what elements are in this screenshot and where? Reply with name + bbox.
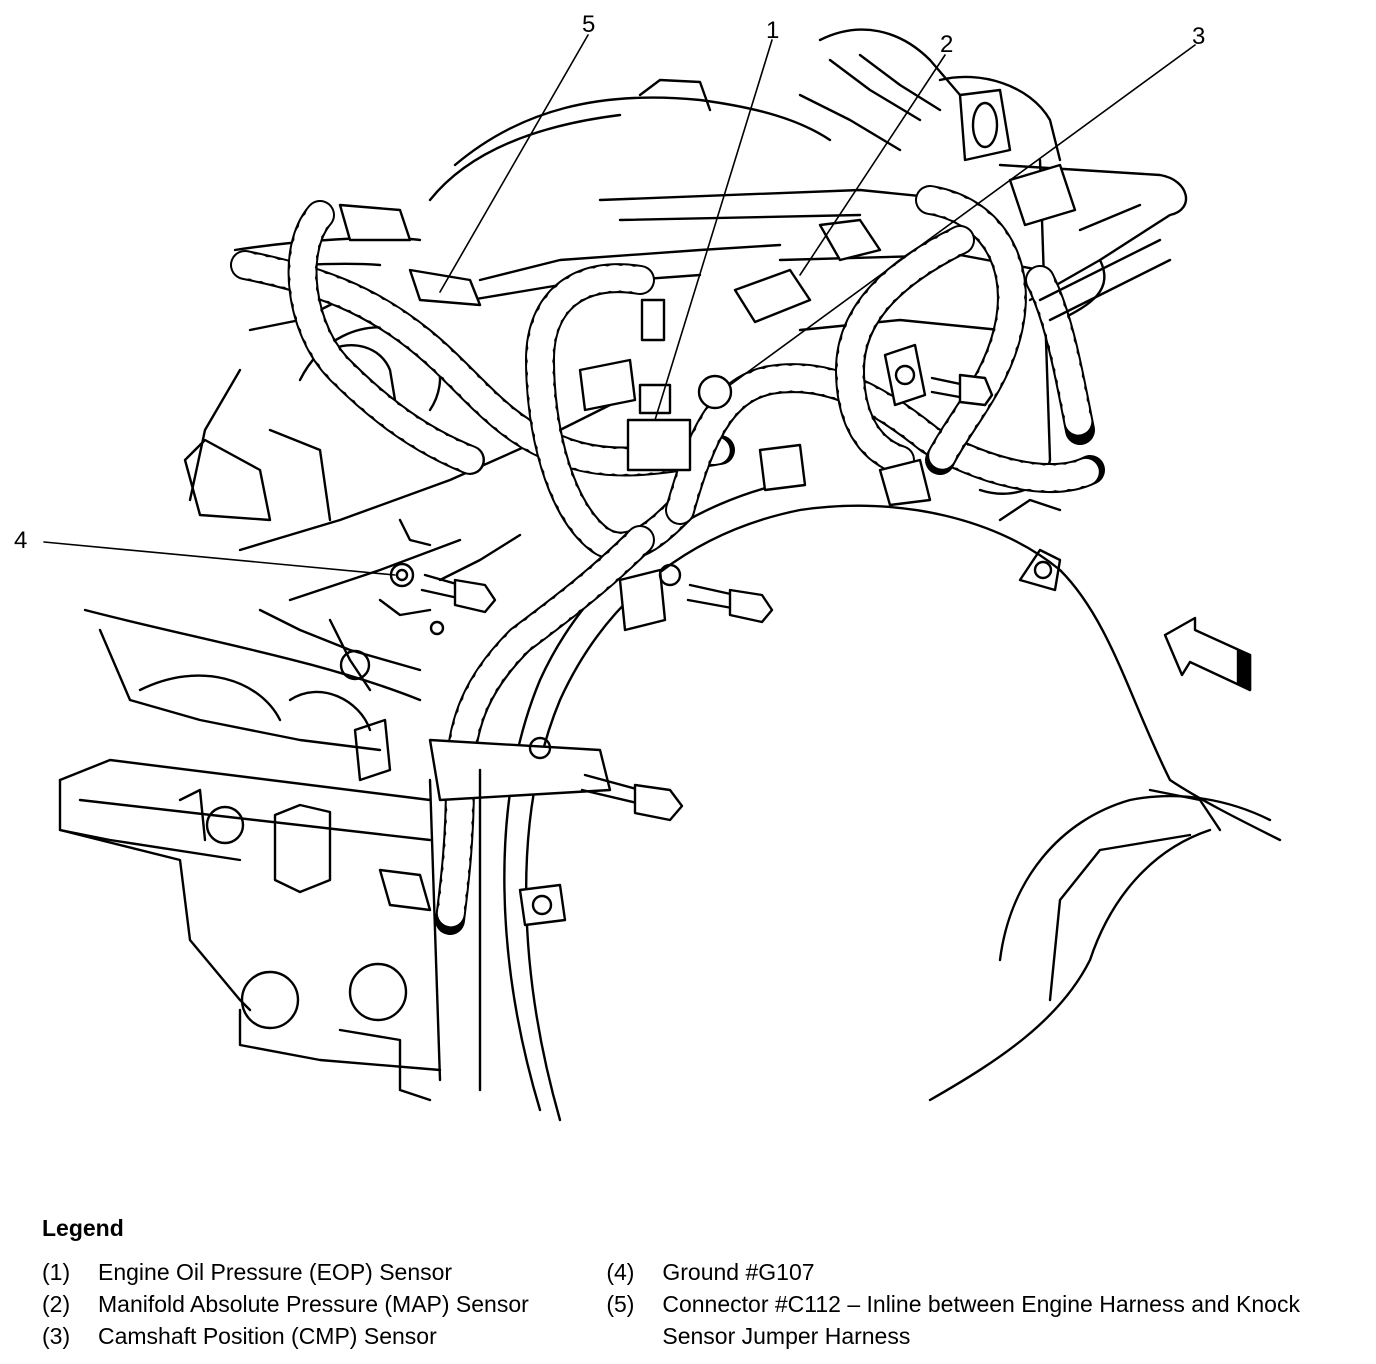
callout-3: 3 — [1192, 23, 1205, 50]
bolt — [686, 583, 774, 624]
legend-item: (5) Connector #C112 – Inline between Eng… — [606, 1288, 1362, 1352]
callout-4: 4 — [14, 527, 27, 554]
legend-column-left: (1) Engine Oil Pressure (EOP) Sensor (2)… — [42, 1256, 606, 1352]
legend-title: Legend — [42, 1215, 124, 1241]
legend-item-number: (1) — [42, 1259, 71, 1285]
legend: Legend (1) Engine Oil Pressure (EOP) Sen… — [42, 1212, 1362, 1352]
engine-harness-diagram: 1 2 3 4 5 — [14, 11, 1282, 1122]
legend-item: (3) Camshaft Position (CMP) Sensor — [42, 1320, 606, 1352]
legend-item-number: (4) — [606, 1259, 635, 1285]
bolt — [930, 373, 994, 407]
components — [338, 88, 1172, 1092]
legend-item-number: (5) — [606, 1291, 635, 1317]
callout-5: 5 — [582, 11, 595, 38]
bolt — [580, 773, 684, 822]
legend-item: (2) Manifold Absolute Pressure (MAP) Sen… — [42, 1288, 606, 1320]
legend-column-right: (4) Ground #G107 (5) Connector #C112 – I… — [606, 1256, 1362, 1352]
legend-item-text: Connector #C112 – Inline between Engine … — [662, 1291, 1300, 1349]
forward-arrow-icon — [1163, 616, 1252, 692]
callout-2: 2 — [940, 31, 953, 58]
legend-item: (4) Ground #G107 — [606, 1256, 1362, 1288]
callout-leaders — [43, 34, 1196, 576]
callout-1: 1 — [766, 17, 779, 44]
legend-item-text: Camshaft Position (CMP) Sensor — [98, 1323, 437, 1349]
bolt — [420, 573, 497, 614]
legend-item-number: (2) — [42, 1291, 71, 1317]
legend-item-number: (3) — [42, 1323, 71, 1349]
legend-item-text: Engine Oil Pressure (EOP) Sensor — [98, 1259, 453, 1285]
legend-item: (1) Engine Oil Pressure (EOP) Sensor — [42, 1256, 606, 1288]
legend-item-text: Ground #G107 — [662, 1259, 815, 1285]
legend-item-text: Manifold Absolute Pressure (MAP) Sensor — [98, 1291, 529, 1317]
